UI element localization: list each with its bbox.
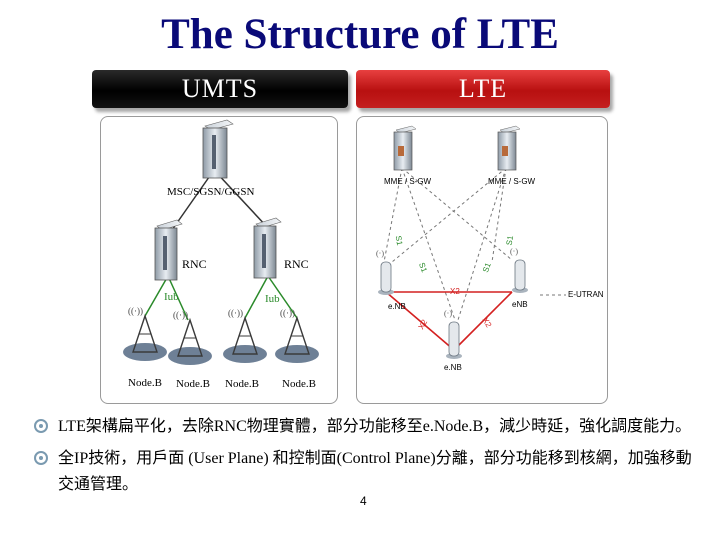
lte-x2-links — [385, 291, 513, 351]
iub-label-right: Iub — [265, 293, 280, 305]
nodeb-tower-icon-2: ((·)) — [168, 310, 212, 365]
nodeb-label-4: Node.B — [282, 378, 316, 390]
svg-text:((·)): ((·)) — [128, 306, 143, 316]
svg-text:((·)): ((·)) — [173, 310, 188, 320]
svg-text:((·)): ((·)) — [228, 308, 243, 318]
svg-text:(·): (·) — [376, 249, 384, 258]
mme-server-icon-left — [393, 125, 417, 171]
svg-text:(·): (·) — [510, 247, 518, 256]
rnc-server-icon-right — [253, 217, 282, 279]
nodeb-label-2: Node.B — [176, 378, 210, 390]
nodeb-tower-icon-3: ((·)) — [223, 308, 267, 363]
enb-label-left: e.NB — [388, 302, 406, 311]
bullet-text-1: LTE架構扁平化，去除RNC物理實體，部分功能移至e.Node.B，減少時延，強… — [58, 418, 692, 435]
mme-label-left: MME / S-GW — [384, 177, 432, 186]
core-server-icon — [202, 119, 234, 179]
s1-label-4: S1 — [504, 234, 516, 247]
x2-label-top: X2 — [450, 287, 460, 296]
rnc-label-right: RNC — [284, 257, 309, 271]
rnc-label-left: RNC — [182, 257, 207, 271]
bullet-circle-icon — [34, 451, 48, 465]
nodeb-label-3: Node.B — [225, 378, 259, 390]
umts-header: UMTS — [92, 70, 348, 108]
enb-antenna-icon-left: (·) — [376, 249, 394, 295]
s1-label-1: S1 — [393, 234, 405, 247]
svg-text:((·)): ((·)) — [280, 308, 295, 318]
nodeb-label-1: Node.B — [128, 377, 162, 389]
svg-text:(·): (·) — [444, 309, 452, 318]
enb-antenna-icon-right: (·) — [510, 247, 528, 293]
umts-links — [144, 169, 298, 321]
mme-label-right: MME / S-GW — [488, 177, 536, 186]
network-diagram: ((·)) ((·)) ((·)) ((·)) — [123, 119, 566, 365]
lte-header: LTE — [356, 70, 610, 108]
enb-antenna-icon-bottom: (·) — [444, 309, 462, 359]
nodeb-tower-icon-1: ((·)) — [123, 306, 167, 361]
page-number: 4 — [360, 494, 367, 508]
bullet-text-2: 全IP技術，用戶面 (User Plane) 和控制面(Control Plan… — [58, 450, 692, 493]
nodeb-tower-icon-4: ((·)) — [275, 308, 319, 363]
lte-s1-links — [383, 167, 513, 321]
bullet-item: 全IP技術，用戶面 (User Plane) 和控制面(Control Plan… — [34, 446, 704, 498]
iub-label-left: Iub — [164, 291, 179, 303]
enb-label-bottom: e.NB — [444, 363, 462, 372]
core-network-label: MSC/SGSN/GGSN — [167, 186, 255, 198]
bullet-item: LTE架構扁平化，去除RNC物理實體，部分功能移至e.Node.B，減少時延，強… — [34, 414, 704, 440]
bullet-circle-icon — [34, 419, 48, 433]
rnc-server-icon-left — [154, 219, 183, 281]
enb-label-right: eNB — [512, 300, 528, 309]
eutran-label: E-UTRAN — [568, 290, 604, 299]
slide-title: The Structure of LTE — [161, 11, 559, 58]
bullet-list: LTE架構扁平化，去除RNC物理實體，部分功能移至e.Node.B，減少時延，強… — [34, 414, 704, 504]
mme-server-icon-right — [497, 125, 521, 171]
